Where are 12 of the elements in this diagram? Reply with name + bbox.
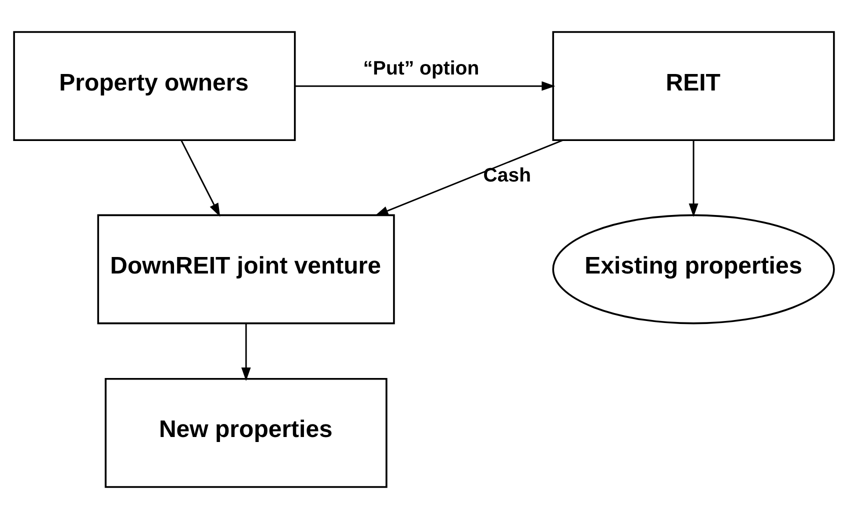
node-box: REIT	[552, 30, 835, 141]
arrow	[374, 138, 564, 216]
node-ellipse: Existing properties	[552, 214, 835, 324]
edge-label: Cash	[483, 164, 532, 186]
edge-label: “Put” option	[363, 57, 480, 80]
arrow	[180, 139, 220, 216]
arrow	[241, 322, 251, 380]
arrow	[295, 80, 556, 90]
arrow	[688, 140, 698, 217]
node-box: Property owners	[13, 30, 296, 141]
node-box: DownREIT joint venture	[97, 214, 395, 324]
node-box: New properties	[104, 377, 388, 488]
